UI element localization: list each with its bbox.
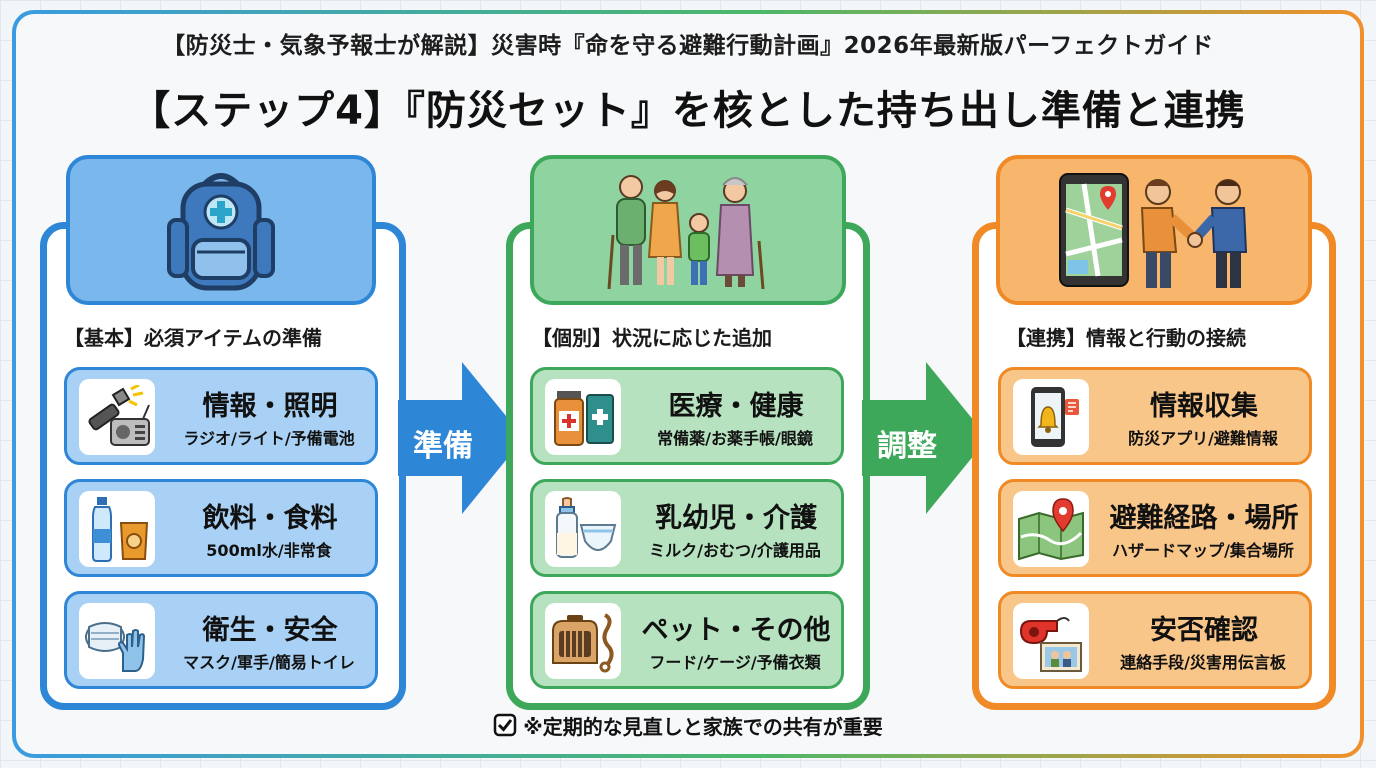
- checkbox-checked-icon: [494, 713, 517, 737]
- card-title: 衛生・安全: [202, 615, 338, 646]
- card-title: 情報収集: [1150, 391, 1258, 422]
- phone-alert-icon: [1013, 379, 1089, 455]
- card-subtitle: ミルク/おむつ/介護用品: [649, 541, 821, 560]
- backpack-icon: [167, 173, 275, 291]
- card-subtitle: 防災アプリ/避難情報: [1128, 429, 1278, 448]
- card-title: ペット・その他: [641, 615, 831, 646]
- card-subtitle: ラジオ/ライト/予備電池: [183, 429, 355, 448]
- arrow-adjust-label: 調整: [877, 429, 937, 464]
- card-title: 医療・健康: [668, 391, 804, 422]
- whistle-photo-icon: [1013, 603, 1089, 679]
- card-pet-other: ペット・その他 フード/ケージ/予備衣類: [530, 591, 844, 689]
- arrow-prepare: [398, 362, 524, 514]
- card-subtitle: マスク/軍手/簡易トイレ: [183, 653, 355, 672]
- baby-bottle-diaper-icon: [545, 491, 621, 567]
- card-subtitle: フード/ケージ/予備衣類: [649, 653, 821, 672]
- column-coordination-header: [996, 155, 1312, 305]
- card-medical-health: 医療・健康 常備薬/お薬手帳/眼鏡: [530, 367, 844, 465]
- column-basic-header: [66, 155, 376, 305]
- water-bottle-snack-icon: [79, 491, 155, 567]
- phone-map-handshake-icon: [1059, 173, 1248, 288]
- card-subtitle: 連絡手段/災害用伝言板: [1120, 653, 1286, 672]
- card-infant-care: 乳幼児・介護 ミルク/おむつ/介護用品: [530, 479, 844, 577]
- card-title: 避難経路・場所: [1109, 503, 1299, 534]
- flashlight-radio-icon: [79, 379, 155, 455]
- card-drink-food: 飲料・食料 500ml水/非常食: [64, 479, 378, 577]
- footer-note: ※定期的な見直しと家族での共有が重要: [0, 711, 1376, 740]
- family-icon: [607, 175, 765, 290]
- column-individual-subtitle: 【個別】状況に応じた追加: [532, 326, 772, 350]
- card-evac-route: 避難経路・場所 ハザードマップ/集合場所: [998, 479, 1312, 577]
- medicine-icon: [545, 379, 621, 455]
- column-individual-header: [530, 155, 846, 305]
- card-subtitle: 常備薬/お薬手帳/眼鏡: [657, 429, 813, 448]
- card-safety-check: 安否確認 連絡手段/災害用伝言板: [998, 591, 1312, 689]
- header-kicker: 【防災士・気象予報士が解説】災害時『命を守る避難行動計画』2026年最新版パーフ…: [162, 33, 1214, 59]
- arrow-prepare-label: 準備: [413, 429, 473, 464]
- card-title: 安否確認: [1150, 615, 1258, 646]
- card-hygiene-safety: 衛生・安全 マスク/軍手/簡易トイレ: [64, 591, 378, 689]
- card-title: 乳幼児・介護: [655, 503, 817, 534]
- card-subtitle: ハザードマップ/集合場所: [1112, 541, 1294, 560]
- column-basic-subtitle: 【基本】必須アイテムの準備: [64, 326, 322, 350]
- card-info-gathering: 情報収集 防災アプリ/避難情報: [998, 367, 1312, 465]
- mask-glove-icon: [79, 603, 155, 679]
- pet-carrier-icon: [545, 603, 621, 679]
- column-coordination-subtitle: 【連携】情報と行動の接続: [1006, 326, 1246, 350]
- arrow-adjust: [862, 362, 988, 514]
- map-pin-icon: [1013, 491, 1089, 567]
- page-title: 【ステップ4】『防災セット』を核とした持ち出し準備と連携: [130, 88, 1246, 134]
- card-subtitle: 500ml水/非常食: [206, 541, 332, 560]
- card-title: 情報・照明: [202, 391, 338, 422]
- card-info-lighting: 情報・照明 ラジオ/ライト/予備電池: [64, 367, 378, 465]
- card-title: 飲料・食料: [202, 503, 338, 534]
- footer-note-text: ※定期的な見直しと家族での共有が重要: [523, 715, 883, 739]
